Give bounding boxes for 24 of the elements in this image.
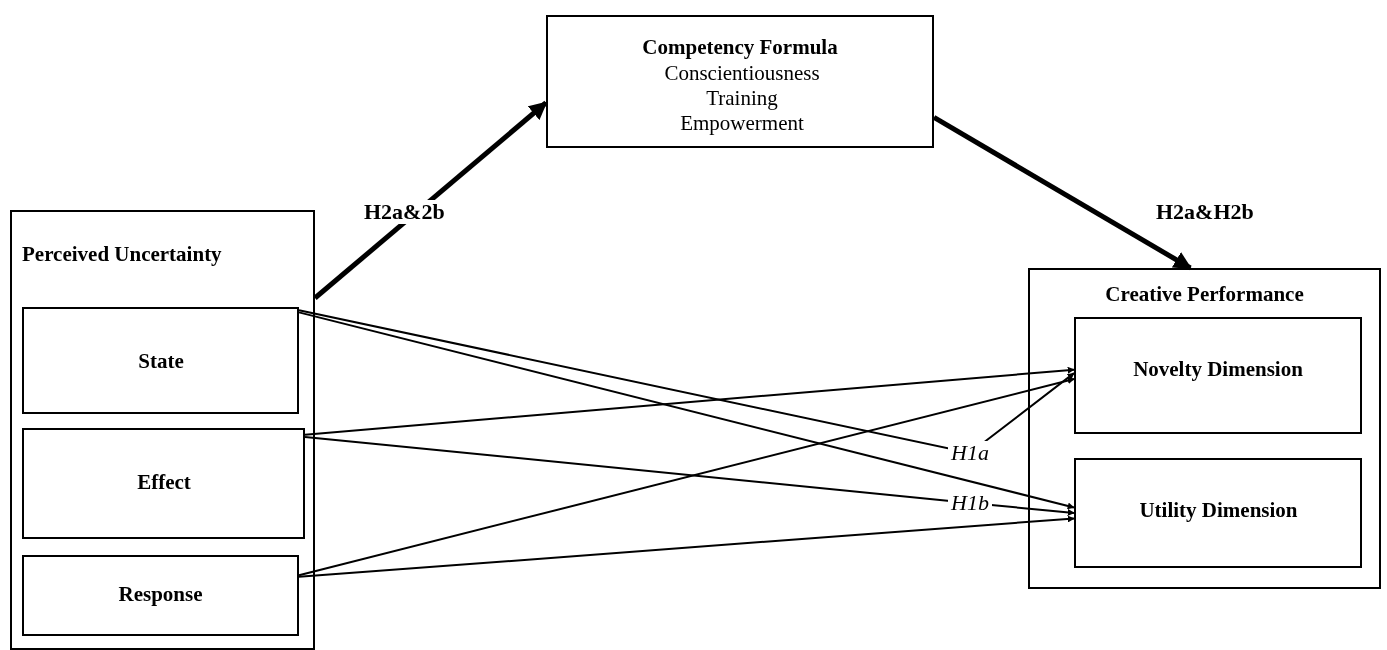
arrow [313, 100, 548, 300]
arrow [298, 515, 1075, 578]
mediator-box [546, 15, 934, 148]
construct-box [22, 428, 305, 539]
arrow [304, 435, 1075, 516]
node-title: State [137, 349, 185, 374]
construct-box [22, 307, 299, 414]
group-box [1028, 268, 1381, 589]
arrow [304, 366, 1075, 436]
dimension-box [1074, 317, 1362, 434]
node-title: Effect [136, 470, 192, 495]
node-title: Competency Formula [641, 35, 839, 60]
arrow [298, 311, 1075, 510]
group-title: Perceived Uncertainty [22, 242, 223, 267]
arrow [298, 377, 1075, 577]
group-box [10, 210, 315, 650]
construct-box [22, 555, 299, 636]
node-title: Response [117, 582, 204, 607]
dimension-box [1074, 458, 1362, 568]
node-title: Utility Dimension [1138, 498, 1299, 523]
node-title: Novelty Dimension [1132, 357, 1304, 382]
arrow [932, 115, 1192, 271]
group-title: Creative Performance [1104, 282, 1305, 307]
node-text: Conscientiousness Training Empowerment [663, 61, 821, 136]
